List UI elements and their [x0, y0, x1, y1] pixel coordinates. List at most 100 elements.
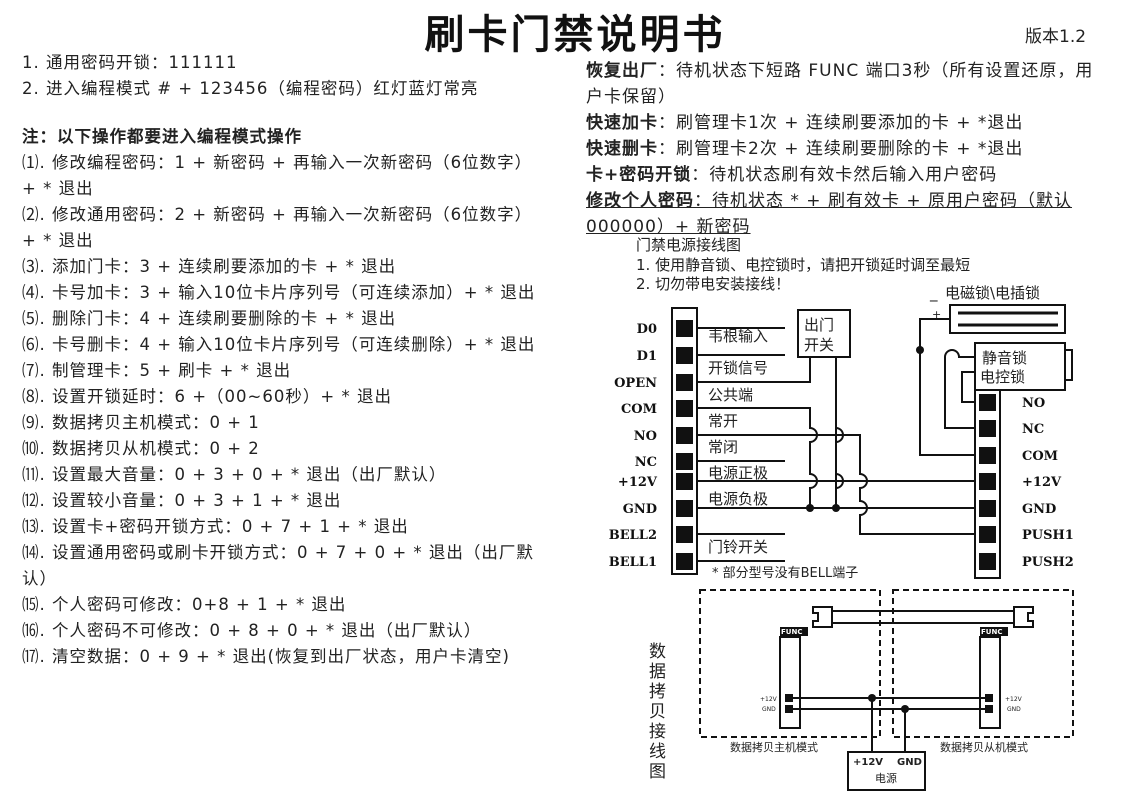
func-label: FUNC: [781, 628, 802, 636]
wire-label: 公共端: [708, 386, 753, 404]
terminal-pin: [676, 553, 693, 570]
wire-label: 门铃开关: [708, 538, 768, 556]
terminal-pin: [979, 447, 996, 464]
func-label: FUNC: [981, 628, 1002, 636]
terminal-pin: [676, 347, 693, 364]
quick-ops-column: 恢复出厂：待机状态下短路 FUNC 端口3秒（所有设置还原，用户卡保留） 快速加…: [586, 58, 1106, 240]
quick-op: 卡+密码开锁：待机状态刷有效卡然后输入用户密码: [586, 162, 1106, 188]
terminal-pin: [676, 453, 693, 470]
mag-lock-icon: [958, 311, 1058, 327]
step-item: ⒁. 设置通用密码或刷卡开锁方式：0 + 7 + 0 + * 退出（出厂默认）: [22, 543, 534, 588]
terminal-pin: [676, 320, 693, 337]
pin-label: NO: [1022, 396, 1045, 411]
slave-box: [892, 589, 1074, 738]
intro-line: 1. 通用密码开锁：111111: [22, 53, 238, 72]
pin-label: D0: [637, 322, 657, 337]
copy-cable: [832, 610, 1014, 624]
silent-lock-label: 静音锁: [982, 349, 1027, 367]
quick-op-label: 快速删卡: [586, 139, 658, 159]
power-label: 电源: [875, 771, 897, 785]
pin-label: COM: [621, 402, 657, 417]
pin-label: NC: [635, 455, 657, 470]
wire-label: 韦根输入: [708, 327, 768, 345]
wires: [697, 318, 1073, 562]
document-title: 刷卡门禁说明书: [424, 12, 726, 58]
quick-op-text: ：刷管理卡1次 + 连续刷要添加的卡 + *退出: [658, 113, 1024, 133]
silent-lock-box: [974, 342, 1066, 391]
mag-lock-label: 电磁锁\电插锁: [945, 284, 1040, 302]
quick-op: 快速删卡：刷管理卡2次 + 连续刷要删除的卡 + *退出: [586, 136, 1106, 162]
terminal-pin: [676, 473, 693, 490]
master-func-tag: [780, 627, 808, 636]
pin-label: BELL1: [609, 555, 657, 570]
terminal-pin: [979, 500, 996, 517]
terminal-pin: [676, 500, 693, 517]
terminal-pin: [979, 394, 996, 411]
pin-label: GND: [1007, 706, 1021, 713]
terminal-pin: [979, 526, 996, 543]
step-item: ⑸. 删除门卡：4 + 连续刷要删除的卡 + * 退出: [22, 309, 397, 328]
instructions-column: 1. 通用密码开锁：111111 2. 进入编程模式 # + 123456（编程…: [22, 50, 552, 670]
pin-label: D1: [637, 349, 657, 364]
quick-op-text: ：待机状态下短路 FUNC 端口3秒（所有设置还原，用户卡保留）: [586, 61, 1094, 107]
terminal-pin: [979, 473, 996, 490]
terminal-pin: [676, 526, 693, 543]
wire-label: 常开: [708, 412, 738, 430]
step-item: ⒃. 个人密码不可修改：0 + 8 + 0 + * 退出（出厂默认）: [22, 621, 482, 640]
copy-labels: FUNC FUNC +12V GND +12V GND 数据拷贝主机模式 数据拷…: [645, 628, 1028, 785]
pin-label: PUSH1: [1022, 528, 1074, 543]
terminal-pin: [979, 420, 996, 437]
pin-label: +12V: [618, 475, 658, 490]
intro-line: 2. 进入编程模式 # + 123456（编程密码）红灯蓝灯常亮: [22, 79, 479, 98]
step-item: ⒂. 个人密码可修改：0+8 + 1 + * 退出: [22, 595, 347, 614]
data-copy-diagram: [699, 589, 1074, 791]
slave-func-tag: [980, 627, 1008, 636]
step-item: ⑽. 数据拷贝从机模式：0 + 2: [22, 439, 260, 458]
quick-op-label: 快速加卡: [586, 113, 658, 133]
master-label: 数据拷贝主机模式: [730, 740, 818, 754]
step-list: ⑴. 修改编程密码：1 + 新密码 + 再输入一次新密码（6位数字） + * 退…: [22, 150, 552, 670]
exit-switch-label: 出门: [804, 316, 834, 334]
step-item: ⑹. 卡号删卡：4 + 输入10位卡片序列号（可连续删除）+ * 退出: [22, 335, 536, 354]
pin-label: COM: [1022, 449, 1058, 464]
step-item: ⑺. 制管理卡：5 + 刷卡 + * 退出: [22, 361, 292, 380]
quick-op-text: ：刷管理卡2次 + 连续刷要删除的卡 + *退出: [658, 139, 1024, 159]
master-strip: [779, 636, 801, 729]
terminal-pin: [676, 374, 693, 391]
pin-label: NO: [634, 429, 657, 444]
wire-label: 开锁信号: [708, 359, 768, 377]
power-gnd: GND: [897, 757, 922, 768]
wiring-title: 门禁电源接线图: [636, 236, 741, 254]
mag-plus: +: [932, 308, 941, 321]
quick-op-text: ：待机状态刷有效卡然后输入用户密码: [691, 165, 998, 185]
pin-label: BELL2: [609, 528, 657, 543]
exit-switch-box: [797, 309, 851, 358]
wire-label: 电源正极: [708, 464, 768, 482]
quick-op: 快速加卡：刷管理卡1次 + 连续刷要添加的卡 + *退出: [586, 110, 1106, 136]
pin-label: OPEN: [614, 376, 657, 391]
pin-label: GND: [762, 706, 776, 713]
step-item: ⑻. 设置开锁延时：6 +（00~60秒）+ * 退出: [22, 387, 392, 406]
terminal-pin: [676, 427, 693, 444]
quick-op-text: ：待机状态 * + 刷有效卡 + 原用户密码（默认000000）+ 新密码: [586, 191, 1073, 237]
pin-label: +12V: [1005, 696, 1023, 703]
quick-op-label: 卡+密码开锁: [586, 165, 692, 185]
wire-label: 常闭: [708, 438, 738, 456]
step-item: ⑶. 添加门卡：3 + 连续刷要添加的卡 + * 退出: [22, 257, 397, 276]
copy-cable-plugs: [812, 606, 1034, 628]
version-label: 版本1.2: [1025, 27, 1087, 47]
master-box: [699, 589, 881, 738]
pin-label: +12V: [760, 696, 778, 703]
terminal-pin: [979, 553, 996, 570]
wiring-note: 1. 使用静音锁、电控锁时，请把开锁延时调至最短: [636, 256, 970, 274]
wiring-note: 2. 切勿带电安装接线！: [636, 275, 790, 293]
quick-op: 修改个人密码：待机状态 * + 刷有效卡 + 原用户密码（默认000000）+ …: [586, 188, 1106, 240]
wiring-header: 门禁电源接线图 1. 使用静音锁、电控锁时，请把开锁延时调至最短 2. 切勿带电…: [636, 236, 970, 293]
bell-note: * 部分型号没有BELL端子: [712, 566, 858, 581]
slave-label: 数据拷贝从机模式: [940, 740, 1028, 754]
step-item: ⑴. 修改编程密码：1 + 新密码 + 再输入一次新密码（6位数字） + * 退…: [22, 153, 533, 198]
quick-op-label: 恢复出厂: [586, 61, 658, 81]
quick-op: 恢复出厂：待机状态下短路 FUNC 端口3秒（所有设置还原，用户卡保留）: [586, 58, 1106, 110]
silent-lock-label: 电控锁: [980, 368, 1025, 386]
exit-switch-label: 开关: [804, 336, 834, 354]
